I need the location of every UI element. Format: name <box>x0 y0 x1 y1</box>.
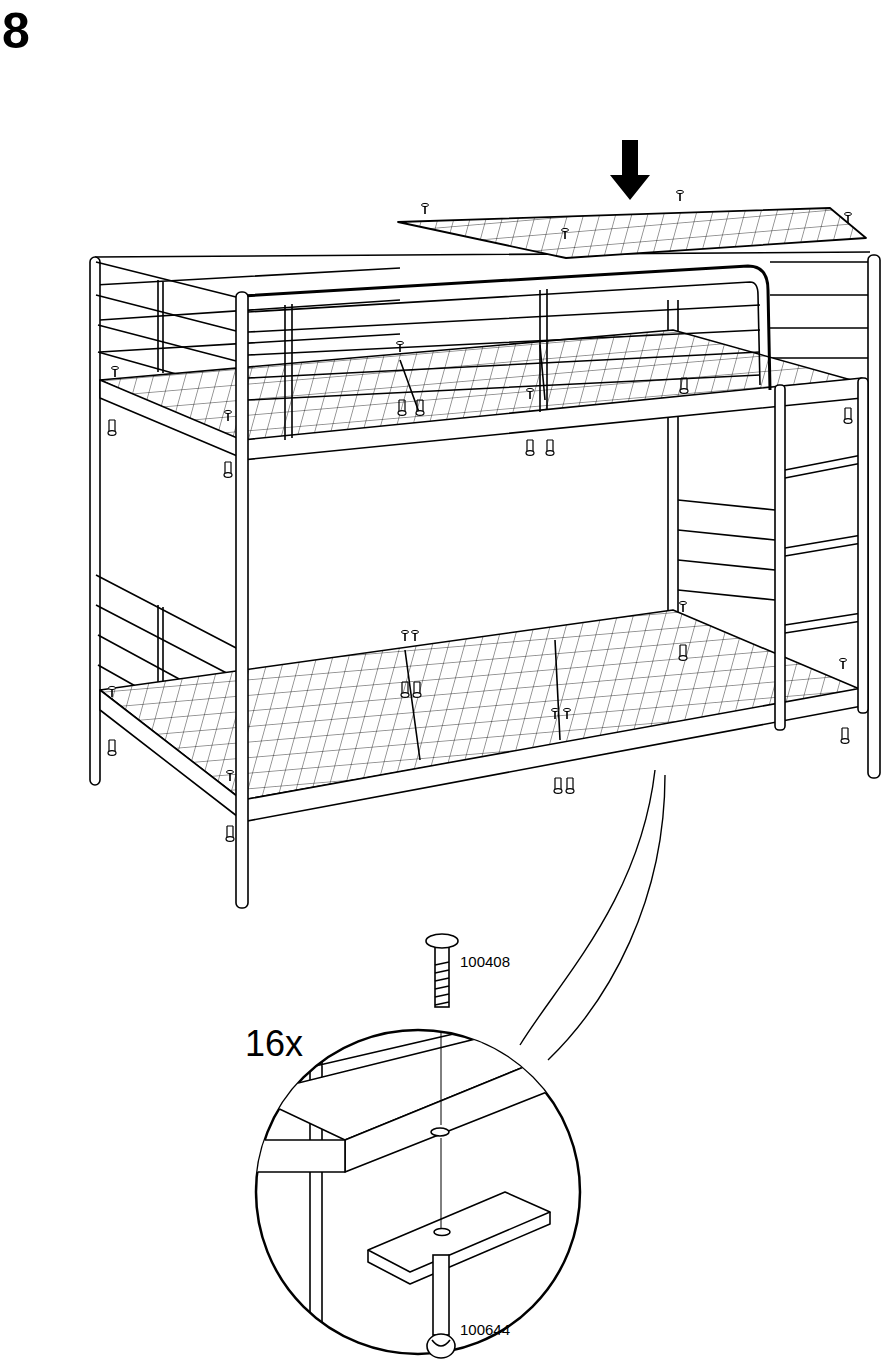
part-number: 100644 <box>460 1322 510 1337</box>
part-number: 100408 <box>460 954 510 969</box>
step-number: 8 <box>2 6 30 56</box>
quantity-label: 16x <box>245 1026 303 1062</box>
